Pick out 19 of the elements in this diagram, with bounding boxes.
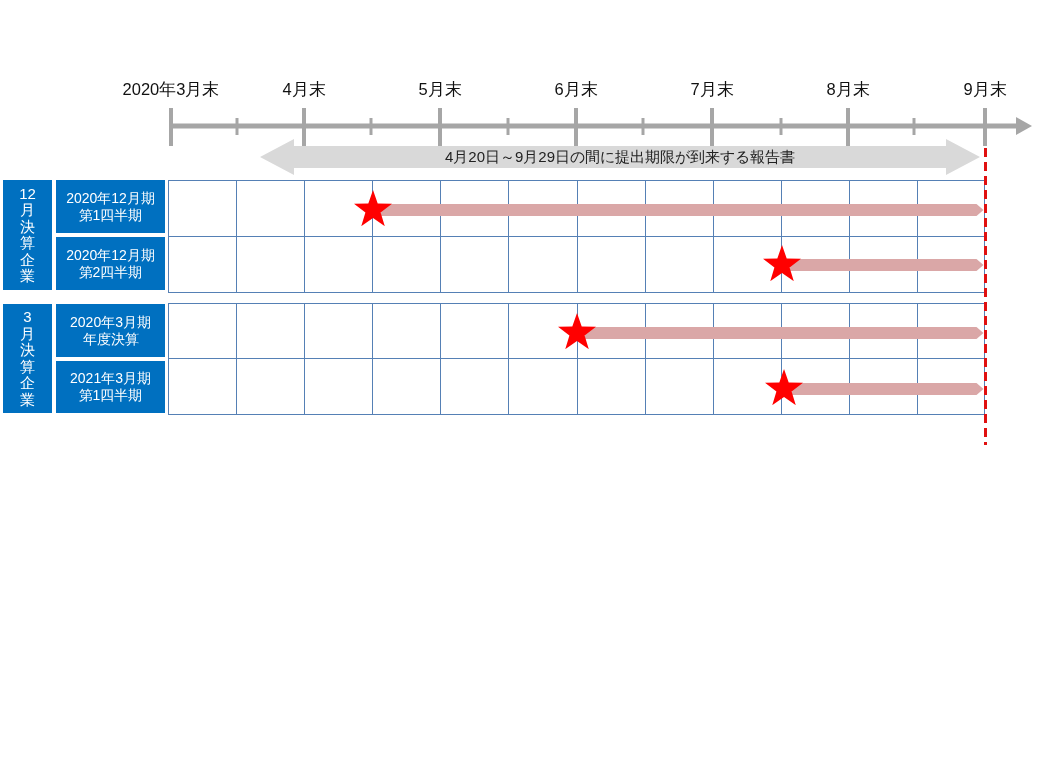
double-arrow-band: 4月20日～9月29日の間に提出期限が到来する報告書 xyxy=(260,139,980,175)
deadline-line xyxy=(983,148,987,445)
star-marker xyxy=(353,190,392,227)
category-box: 12月決算企業 xyxy=(3,180,52,290)
star-marker xyxy=(557,313,596,350)
axis-label: 8月末 xyxy=(826,79,870,99)
star-marker xyxy=(762,245,801,282)
period-box: 2020年12月期第2四半期 xyxy=(56,237,165,290)
star-marker xyxy=(764,369,803,406)
period-box: 2020年12月期第1四半期 xyxy=(56,180,165,233)
axis-label: 6月末 xyxy=(554,79,598,99)
axis-label: 5月末 xyxy=(418,79,462,99)
category-box: 3月決算企業 xyxy=(3,304,52,413)
period-box: 2020年3月期年度決算 xyxy=(56,304,165,357)
axis-label: 2020年3月末 xyxy=(122,79,220,99)
axis-label: 9月末 xyxy=(963,79,1007,99)
axis-label: 4月末 xyxy=(282,79,326,99)
axis-label: 7月末 xyxy=(690,79,734,99)
period-box: 2021年3月期第1四半期 xyxy=(56,361,165,413)
